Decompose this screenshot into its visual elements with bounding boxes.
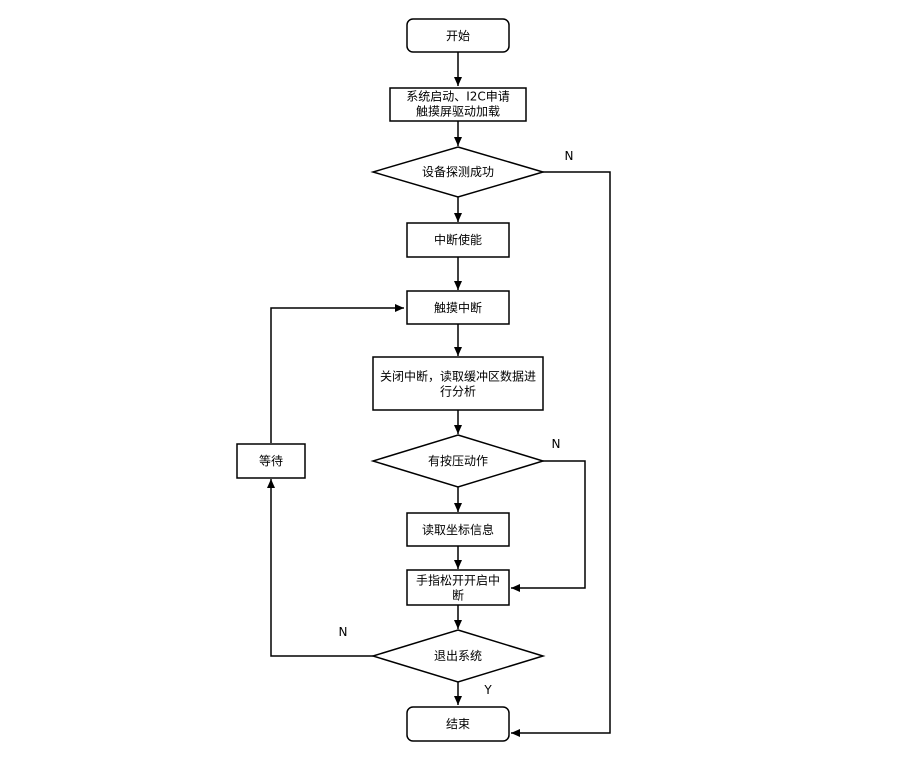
node-label-line: 设备探测成功 xyxy=(422,165,494,179)
read-coords-node xyxy=(406,512,510,547)
node-label-line: 断 xyxy=(452,588,464,603)
node-label-line: 有按压动作 xyxy=(428,454,488,468)
exit-decision-node xyxy=(370,629,546,683)
node-label-line: 触摸屏驱动加载 xyxy=(416,105,500,119)
press-decision-node xyxy=(370,434,546,488)
node-label-line: 退出系统 xyxy=(434,649,482,663)
irq-enable-label: 中断使能 xyxy=(434,232,482,247)
touch-irq-label: 触摸中断 xyxy=(434,300,482,315)
init-process-label: 系统启动、I2C申请触摸屏驱动加载 xyxy=(406,90,510,119)
node-label-line: 读取坐标信息 xyxy=(422,522,494,537)
release-label: 手指松开开启中断 xyxy=(416,573,500,603)
probe-no-label: N xyxy=(565,149,574,163)
start-node xyxy=(406,18,510,53)
node-label-line: 触摸中断 xyxy=(434,300,482,315)
node-label-line: 结束 xyxy=(446,717,470,731)
node-label-line: 行分析 xyxy=(440,385,476,399)
end-node xyxy=(406,706,510,742)
edge-press-no-release xyxy=(511,460,586,592)
node-label-line: 中断使能 xyxy=(434,232,482,247)
wait-node xyxy=(236,443,306,479)
node-label-line: 等待 xyxy=(259,454,283,468)
wait-label: 等待 xyxy=(259,454,283,468)
edge-labels: N N N Y xyxy=(339,149,574,697)
start-node-label: 开始 xyxy=(446,29,470,43)
edges xyxy=(267,52,611,737)
irq-enable-node xyxy=(406,222,510,258)
node-label-line: 关闭中断，读取缓冲区数据进 xyxy=(380,369,536,384)
exit-decision-label: 退出系统 xyxy=(434,649,482,663)
edge-exit-no-wait xyxy=(267,479,373,657)
node-label-line: 开始 xyxy=(446,29,470,43)
press-decision-label: 有按压动作 xyxy=(428,454,488,468)
exit-no-label: N xyxy=(339,625,348,639)
node-label-line: 手指松开开启中 xyxy=(416,573,500,588)
edge-probe-no-end xyxy=(511,171,611,737)
release-node xyxy=(406,569,510,606)
exit-yes-label: Y xyxy=(483,683,492,697)
probe-decision-node xyxy=(370,146,546,198)
edge-wait-touch xyxy=(270,304,404,443)
read-coords-label: 读取坐标信息 xyxy=(422,522,494,537)
probe-decision-label: 设备探测成功 xyxy=(422,165,494,179)
nodes: 开始 系统启动、I2C申请触摸屏驱动加载 设备探测成功 中断使能 触摸中断 关闭… xyxy=(236,18,546,742)
end-node-label: 结束 xyxy=(446,717,470,731)
analyze-node xyxy=(372,356,544,411)
init-process-node xyxy=(389,87,527,122)
analyze-label: 关闭中断，读取缓冲区数据进行分析 xyxy=(380,369,536,399)
touch-irq-node xyxy=(406,290,510,325)
press-no-label: N xyxy=(552,437,561,451)
node-label-line: 系统启动、I2C申请 xyxy=(406,90,510,104)
